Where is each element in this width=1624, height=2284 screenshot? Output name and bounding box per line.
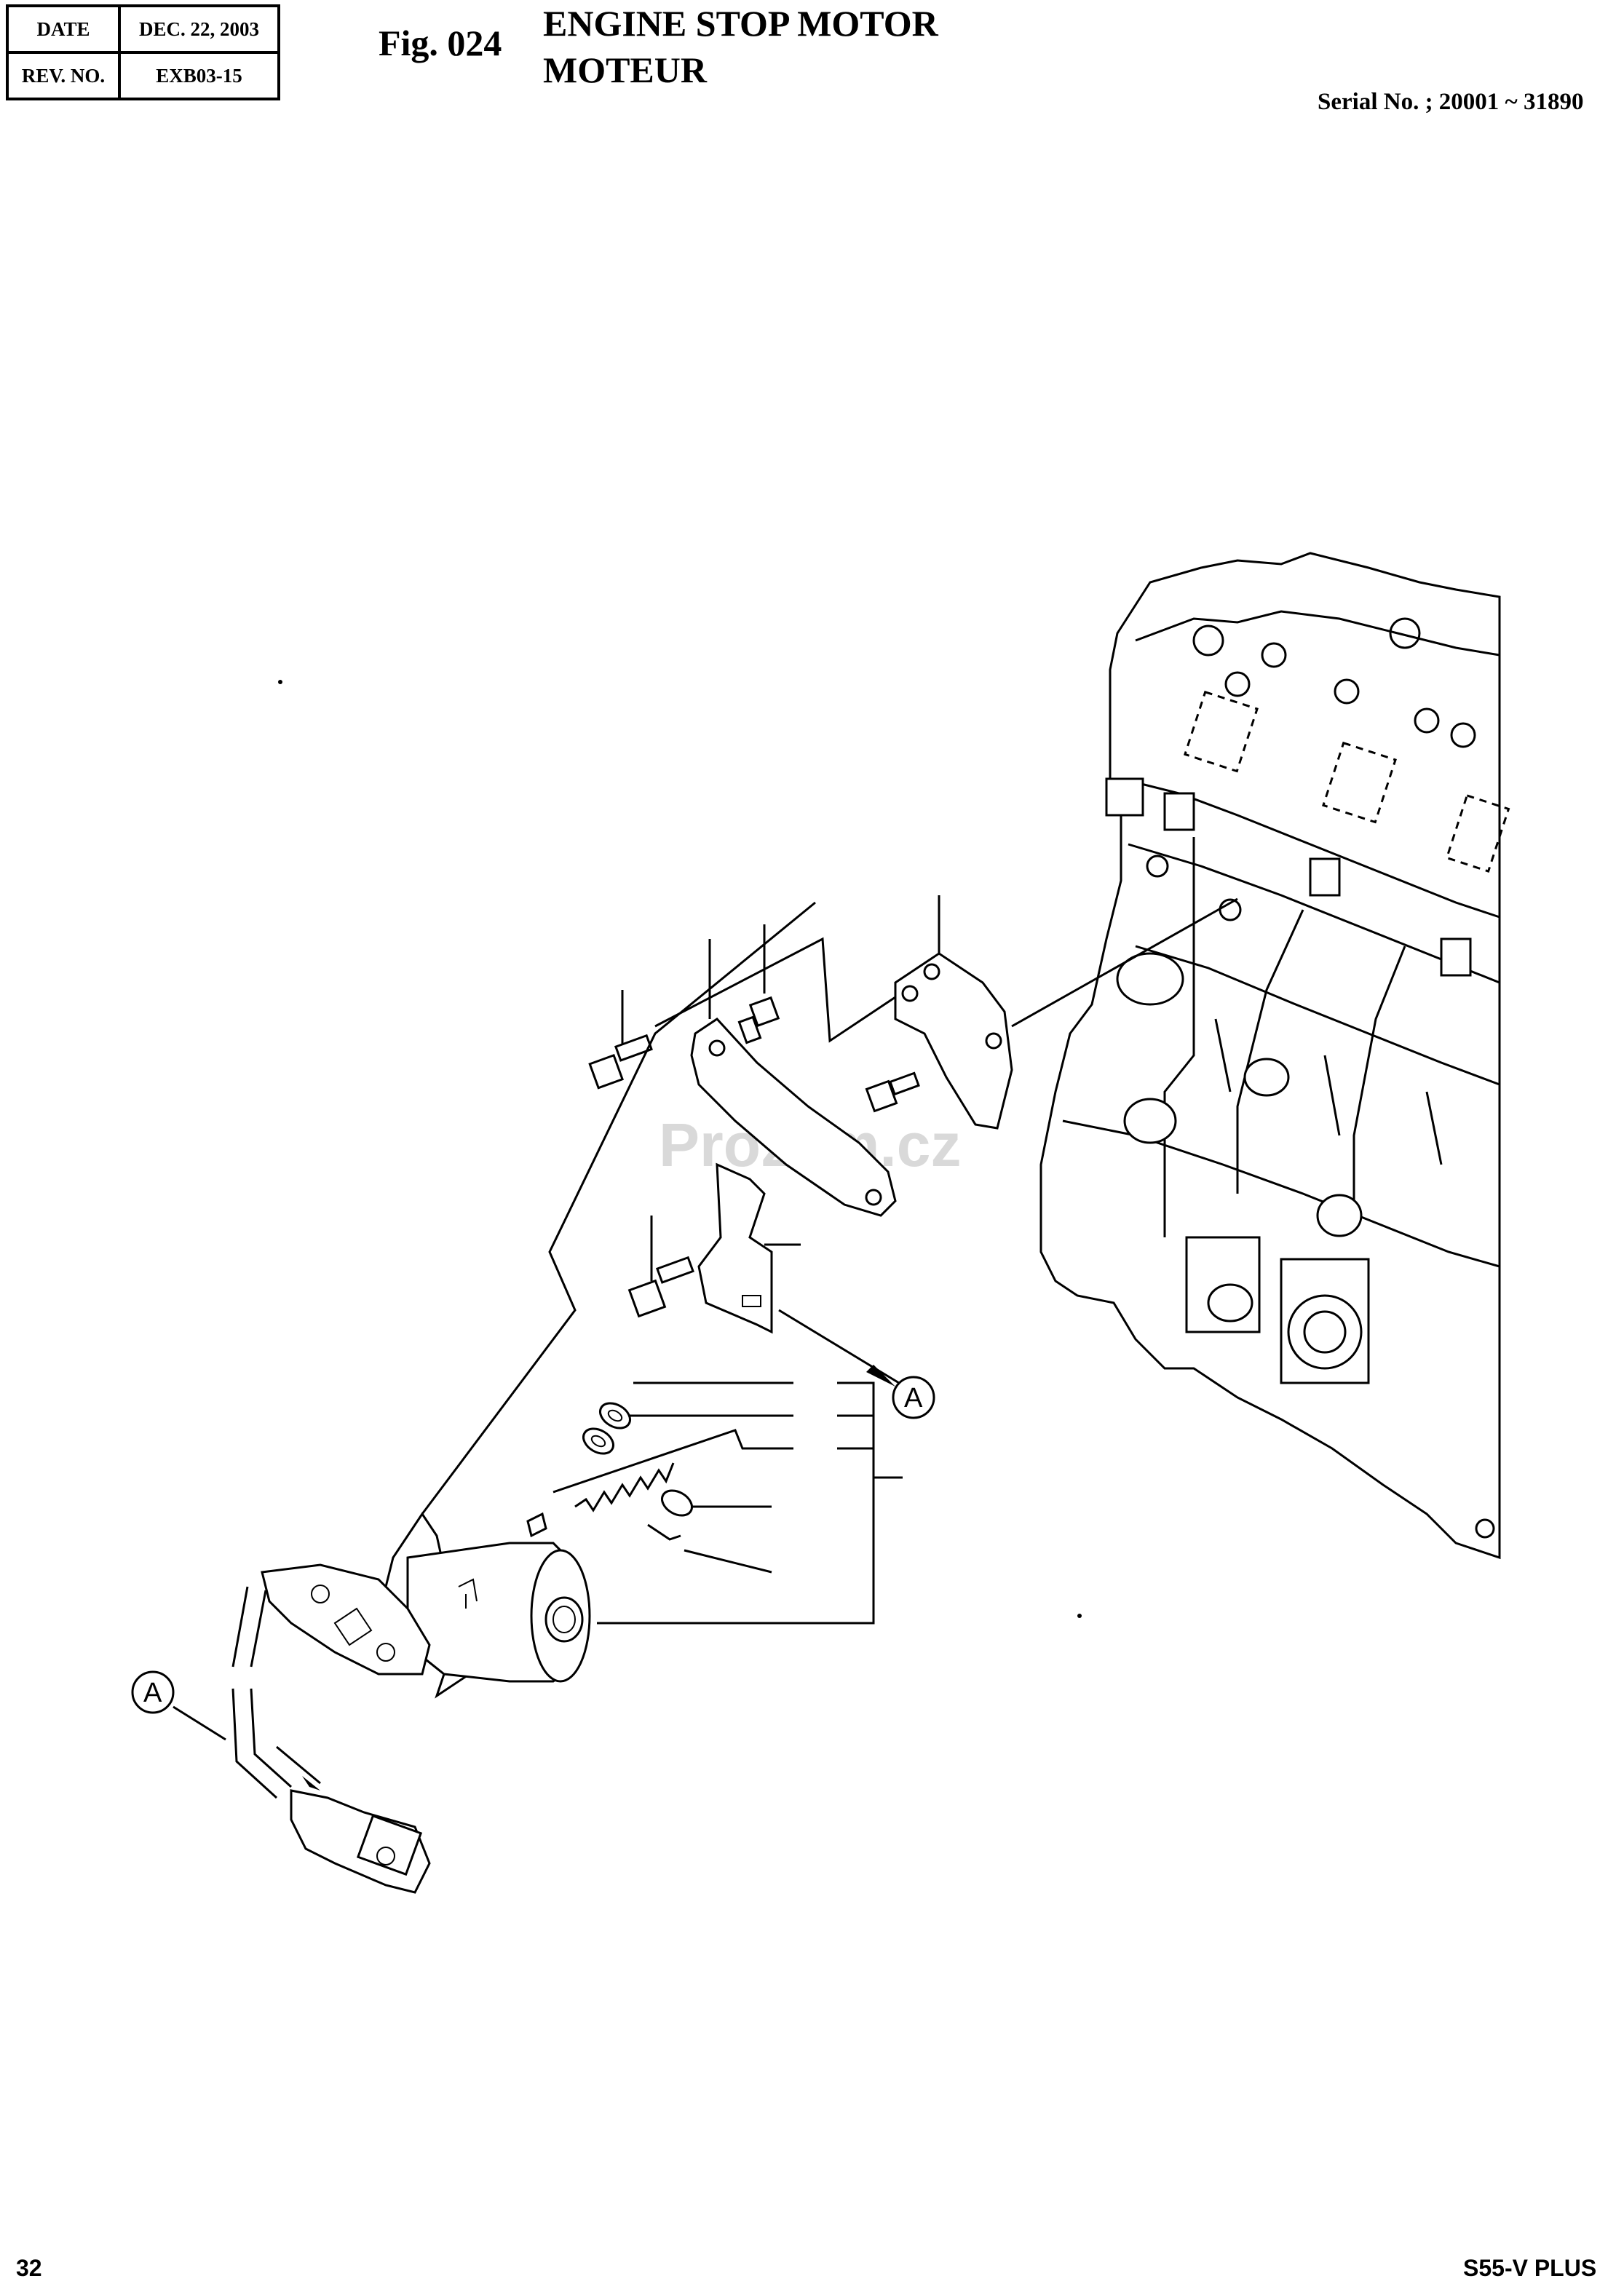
mounting-bracket <box>894 895 1013 1130</box>
bolt-set <box>588 924 920 1318</box>
leader-lines <box>421 901 903 1625</box>
revision-table: DATE DEC. 22, 2003 REV. NO. EXB03-15 <box>6 4 280 100</box>
title-line-1: ENGINE STOP MOTOR <box>543 3 938 44</box>
date-value: DEC. 22, 2003 <box>118 4 280 54</box>
model-name: S55-V PLUS <box>1463 2255 1597 2281</box>
callout-a-right: A <box>866 1365 935 1419</box>
small-parts <box>526 1402 693 1541</box>
motor-plate <box>690 939 897 1217</box>
page-title: ENGINE STOP MOTOR MOTEUR <box>543 0 938 93</box>
date-label: DATE <box>6 4 121 54</box>
stop-motor <box>261 1512 591 1699</box>
wire-harness <box>231 1586 431 1894</box>
engine-block <box>1011 552 1510 1560</box>
callout-a-left: A <box>131 1670 226 1741</box>
l-bracket <box>697 1162 801 1334</box>
bolt-1 <box>588 990 653 1090</box>
rev-label: REV. NO. <box>6 51 121 100</box>
bolt-3 <box>865 1071 920 1113</box>
bolt-2 <box>737 924 780 1044</box>
bolt-4 <box>627 1216 694 1318</box>
callout-a-left-text: A <box>143 1678 162 1708</box>
serial-range: Serial No. ; 20001 ~ 31890 <box>1318 89 1584 115</box>
rev-value: EXB03-15 <box>118 51 280 100</box>
callout-a-right-text: A <box>904 1383 923 1413</box>
figure-number: Fig. 024 <box>379 23 502 63</box>
title-line-2: MOTEUR <box>543 49 707 90</box>
page-number: 32 <box>16 2255 42 2281</box>
